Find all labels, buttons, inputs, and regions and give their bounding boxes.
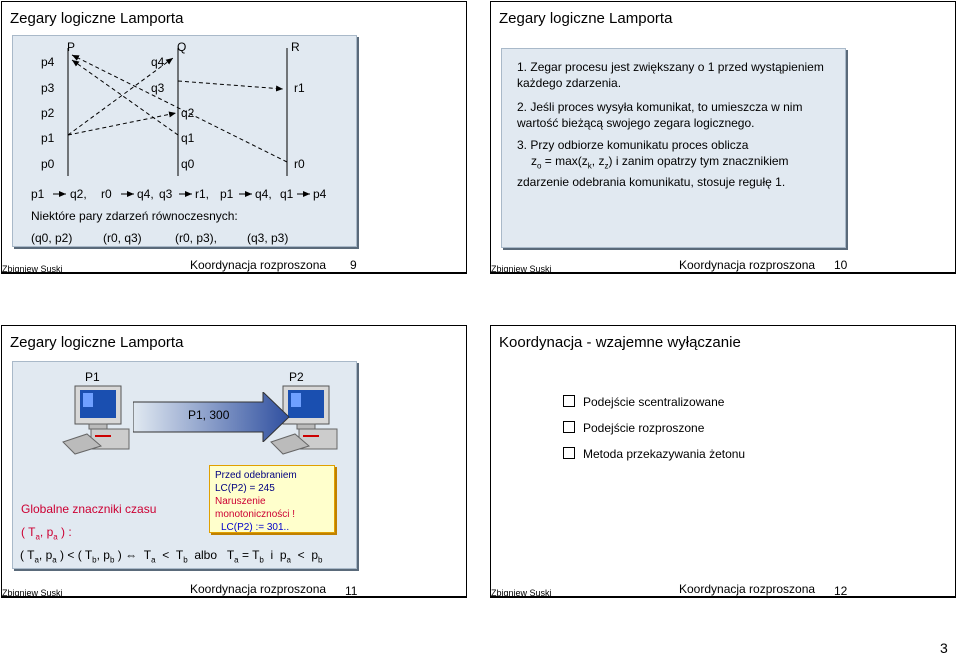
event-r0: r0 bbox=[294, 157, 305, 171]
or-word: albo bbox=[194, 548, 217, 562]
timestamp-notation: ( Ta, pa ) : bbox=[21, 525, 72, 541]
footer-author: Zbigniew Suski bbox=[2, 264, 63, 273]
relation-term: q4, bbox=[255, 187, 272, 201]
footer-divider bbox=[2, 272, 466, 273]
content-panel: P Q R p4 p3 p2 p1 p0 q4 q3 q2 q1 q0 r1 r… bbox=[12, 35, 357, 247]
slide-11: Zegary logiczne Lamporta P1 P2 bbox=[1, 325, 467, 598]
computer-p1-icon bbox=[61, 384, 133, 456]
checkbox-icon bbox=[563, 395, 575, 407]
slide-10: Zegary logiczne Lamporta 1. Zegar proces… bbox=[490, 1, 956, 274]
event-r1: r1 bbox=[294, 81, 305, 95]
checkbox-icon bbox=[563, 421, 575, 433]
rule-number: 3. bbox=[517, 138, 527, 152]
footer-author: Zbigniew Suski bbox=[491, 264, 552, 273]
rule-text: Przy odbiorze komunikatu proces oblicza bbox=[530, 138, 748, 152]
process-r-label: R bbox=[291, 40, 300, 54]
rule-number: 2. bbox=[517, 100, 527, 114]
box-line: monotoniczności ! bbox=[215, 508, 329, 521]
concurrent-pair: (r0, q3) bbox=[103, 231, 142, 245]
relation-term: q2, bbox=[70, 187, 87, 201]
slide-title: Koordynacja - wzajemne wyłączanie bbox=[499, 334, 741, 351]
event-q3: q3 bbox=[151, 81, 164, 95]
slide-title: Zegary logiczne Lamporta bbox=[499, 10, 672, 27]
footer-divider bbox=[491, 272, 955, 273]
page-number: 9 bbox=[350, 258, 357, 272]
option-label: Podejście rozproszone bbox=[583, 421, 704, 435]
box-line: LC(P2) = 245 bbox=[215, 482, 329, 495]
option-label: Metoda przekazywania żetonu bbox=[583, 447, 745, 461]
relation-term: q3 bbox=[159, 187, 172, 201]
box-line: Przed odebraniem bbox=[215, 469, 329, 482]
page-number: 10 bbox=[834, 258, 847, 272]
p2-label: P2 bbox=[289, 370, 304, 384]
option-item: Podejście rozproszone bbox=[563, 421, 704, 435]
slide-title: Zegary logiczne Lamporta bbox=[10, 334, 183, 351]
event-q0: q0 bbox=[181, 157, 194, 171]
relation-term: p4 bbox=[313, 187, 326, 201]
message-label: P1, 300 bbox=[188, 408, 229, 422]
box-line: LC(P2) := 301.. bbox=[215, 521, 329, 534]
footer-divider bbox=[491, 596, 955, 597]
relation-term: p1 bbox=[220, 187, 233, 201]
rule-text: Jeśli proces wysyła komunikat, to umiesz… bbox=[517, 100, 802, 130]
footer-author: Zbigniew Suski bbox=[2, 588, 63, 597]
concurrent-pair: (q3, p3) bbox=[247, 231, 288, 245]
relation-term: q1 bbox=[280, 187, 293, 201]
relation-term: r1, bbox=[195, 187, 209, 201]
option-item: Podejście scentralizowane bbox=[563, 395, 724, 409]
event-p2: p2 bbox=[41, 106, 54, 120]
event-p3: p3 bbox=[41, 81, 54, 95]
process-q-label: Q bbox=[177, 40, 186, 54]
event-p4: p4 bbox=[41, 55, 54, 69]
event-q4: q4 bbox=[151, 55, 164, 69]
relation-term: q4, bbox=[137, 187, 154, 201]
option-item: Metoda przekazywania żetonu bbox=[563, 447, 745, 461]
event-p1: p1 bbox=[41, 131, 54, 145]
relation-term: p1 bbox=[31, 187, 44, 201]
rule-number: 1. bbox=[517, 60, 527, 74]
footer-title: Koordynacja rozproszona bbox=[190, 258, 326, 272]
rule-text: Zegar procesu jest zwiększany o 1 przed … bbox=[517, 60, 824, 90]
box-line: Naruszenie bbox=[215, 495, 329, 508]
rule-1: 1. Zegar procesu jest zwiększany o 1 prz… bbox=[517, 59, 837, 91]
footer-divider bbox=[2, 596, 466, 597]
relation-term: r0 bbox=[101, 187, 112, 201]
footer-title: Koordynacja rozproszona bbox=[679, 258, 815, 272]
concurrent-pair: (q0, p2) bbox=[31, 231, 72, 245]
slide-12: Koordynacja - wzajemne wyłączanie Podejś… bbox=[490, 325, 956, 598]
footer-title: Koordynacja rozproszona bbox=[679, 582, 815, 596]
event-q1: q1 bbox=[181, 131, 194, 145]
slide-title: Zegary logiczne Lamporta bbox=[10, 10, 183, 27]
sheet-page-number: 3 bbox=[940, 640, 948, 656]
timestamps-label: Globalne znaczniki czasu bbox=[21, 502, 156, 516]
concurrent-pair: (r0, p3), bbox=[175, 231, 217, 245]
event-p0: p0 bbox=[41, 157, 54, 171]
footer-title: Koordynacja rozproszona bbox=[190, 582, 326, 596]
checkbox-icon bbox=[563, 447, 575, 459]
rule-2: 2. Jeśli proces wysyła komunikat, to umi… bbox=[517, 99, 837, 131]
page-number: 11 bbox=[345, 584, 357, 598]
slide-9: Zegary logiczne Lamporta P bbox=[1, 1, 467, 274]
formula: zo = max(zk, zz) bbox=[517, 154, 612, 168]
p1-label: P1 bbox=[85, 370, 100, 384]
content-panel: 1. Zegar procesu jest zwiększany o 1 prz… bbox=[501, 48, 846, 248]
event-q2: q2 bbox=[181, 106, 194, 120]
ordering-rule: ( Ta, pa ) < ( Tb, pb ) ⇔ Ta < Tb albo T… bbox=[20, 548, 322, 564]
content-panel: P1 P2 bbox=[12, 361, 357, 569]
rule-3: 3. Przy odbiorze komunikatu proces oblic… bbox=[517, 137, 817, 190]
option-label: Podejście scentralizowane bbox=[583, 395, 724, 409]
monotonicity-box: Przed odebraniem LC(P2) = 245 Naruszenie… bbox=[209, 465, 335, 533]
concurrent-heading: Niektóre pary zdarzeń równoczesnych: bbox=[31, 209, 238, 223]
footer-author: Zbigniew Suski bbox=[491, 588, 552, 597]
process-p-label: P bbox=[67, 40, 75, 54]
page-number: 12 bbox=[834, 584, 847, 598]
